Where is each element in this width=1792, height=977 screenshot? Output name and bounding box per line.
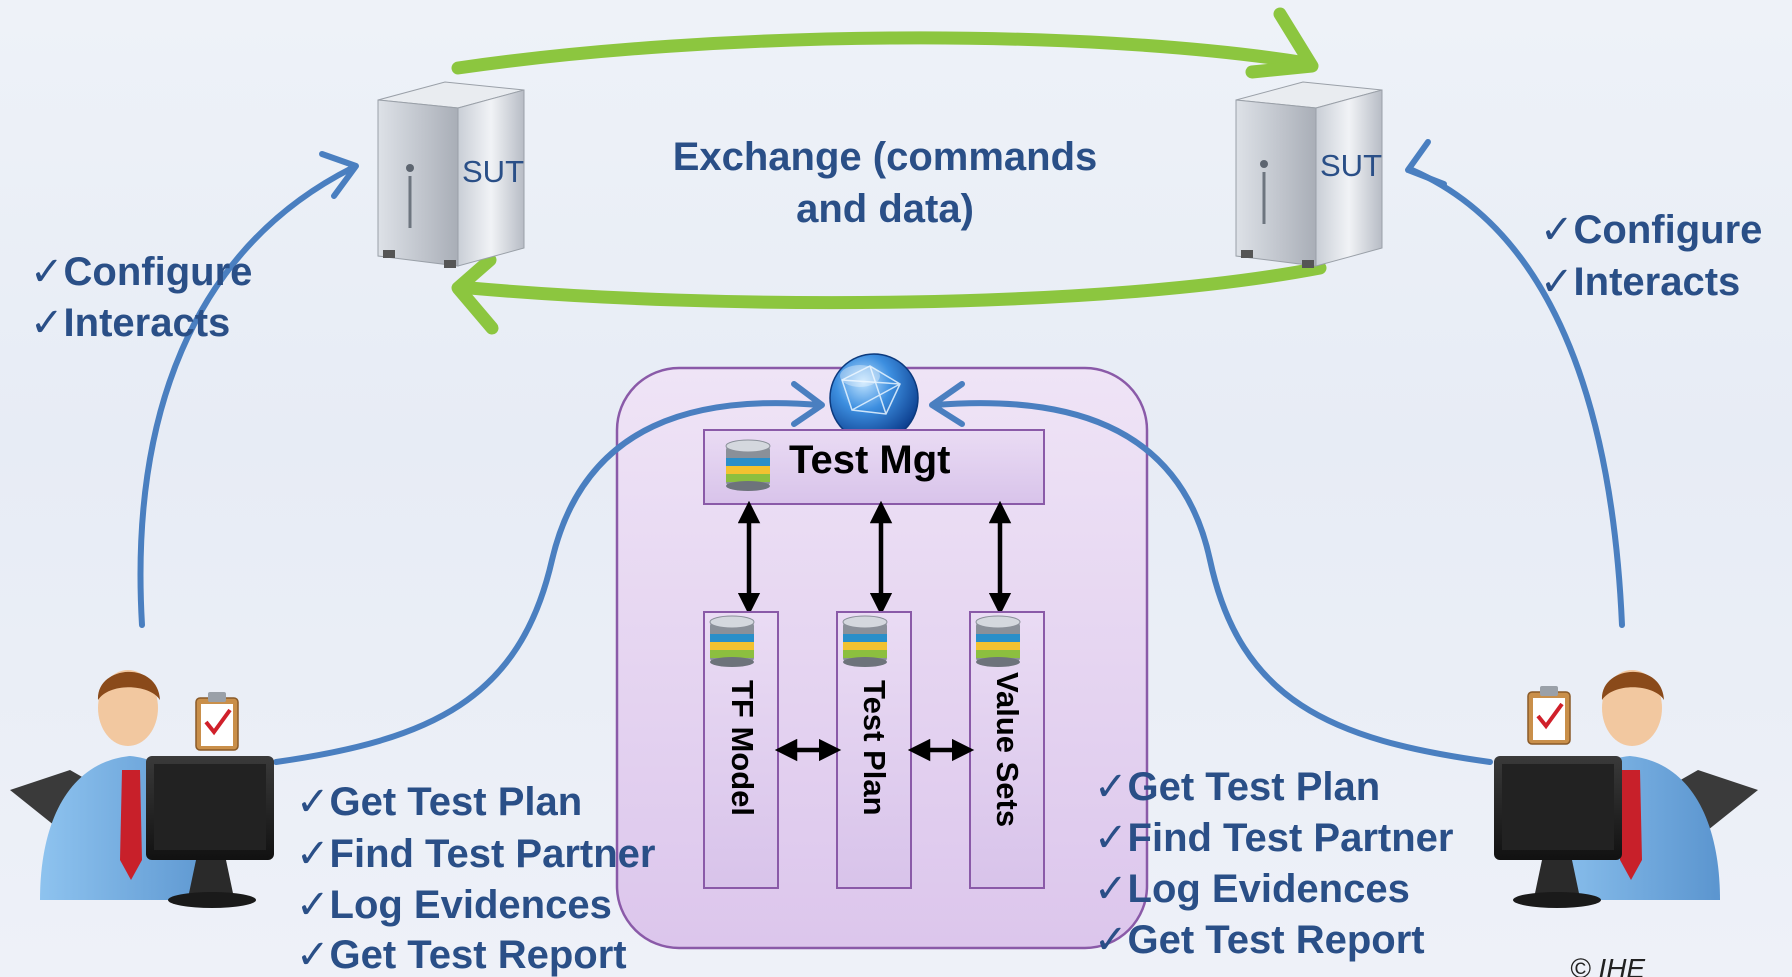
blue-arrow-right-testmgt (931, 400, 1493, 765)
blue-arrow-left-testmgt (273, 400, 823, 765)
server-icon (377, 81, 525, 268)
clipboard-checklist-icon (195, 692, 239, 751)
user-at-computer-icon (1494, 670, 1758, 908)
globe-icon (829, 353, 919, 443)
green-arrow-bottom (463, 261, 1327, 310)
blue-arrow-left-config (137, 165, 355, 628)
user-right (1494, 670, 1758, 908)
blue-arrows (137, 139, 1625, 765)
column-value-sets: Value Sets (969, 611, 1045, 889)
action-left-find-test-partner: ✓Find Test Partner (296, 832, 656, 876)
action-left-get-test-report: ✓Get Test Report (296, 933, 627, 977)
column-label-value-sets: Value Sets (990, 672, 1025, 827)
database-icon (975, 615, 1021, 667)
interacts-left: ✓Interacts (30, 301, 230, 345)
configure-left: ✓Configure (30, 250, 252, 294)
action-left-get-test-plan: ✓Get Test Plan (296, 780, 582, 824)
database-icon (725, 439, 771, 491)
test-mgt-label: Test Mgt (789, 438, 950, 482)
server-label-right: SUT (1320, 148, 1382, 183)
user-at-computer-icon (10, 670, 274, 908)
green-arrowhead-bottom (451, 253, 499, 335)
interacts-right: ✓Interacts (1540, 260, 1740, 304)
exchange-label-line2: and data) (796, 187, 974, 231)
server-label-left: SUT (462, 154, 524, 189)
action-right-get-test-plan: ✓Get Test Plan (1094, 765, 1380, 809)
blue-arrowhead-left-config (319, 151, 359, 199)
server-icon (1235, 81, 1383, 268)
green-arrow-top (451, 31, 1307, 75)
database-icon (842, 615, 888, 667)
copyright-label: © IHE (1570, 953, 1645, 977)
column-label-tf-model: TF Model (725, 680, 760, 816)
exchange-arrows (451, 7, 1327, 335)
exchange-label-line1: Exchange (commands (673, 135, 1098, 179)
action-right-find-test-partner: ✓Find Test Partner (1094, 816, 1454, 860)
blue-arrowhead-right-testmgt (929, 381, 965, 427)
testmgt-column-arrows (737, 500, 1012, 616)
server-right: SUT (1235, 81, 1383, 268)
green-arrowhead-top (1245, 7, 1319, 79)
blue-arrowhead-left-testmgt (791, 381, 825, 427)
column-label-test-plan: Test Plan (857, 680, 892, 816)
user-left (10, 670, 274, 908)
column-tf-model: TF Model (703, 611, 779, 889)
blue-arrowhead-right-config (1405, 139, 1447, 187)
clipboard-checklist-icon (1527, 686, 1571, 745)
configure-right: ✓Configure (1540, 208, 1762, 252)
action-right-get-test-report: ✓Get Test Report (1094, 918, 1425, 962)
blue-arrow-right-config (1409, 167, 1625, 628)
action-left-log-evidences: ✓Log Evidences (296, 883, 612, 927)
database-icon (709, 615, 755, 667)
server-left: SUT (377, 81, 525, 268)
column-test-plan: Test Plan (836, 611, 912, 889)
action-right-log-evidences: ✓Log Evidences (1094, 867, 1410, 911)
